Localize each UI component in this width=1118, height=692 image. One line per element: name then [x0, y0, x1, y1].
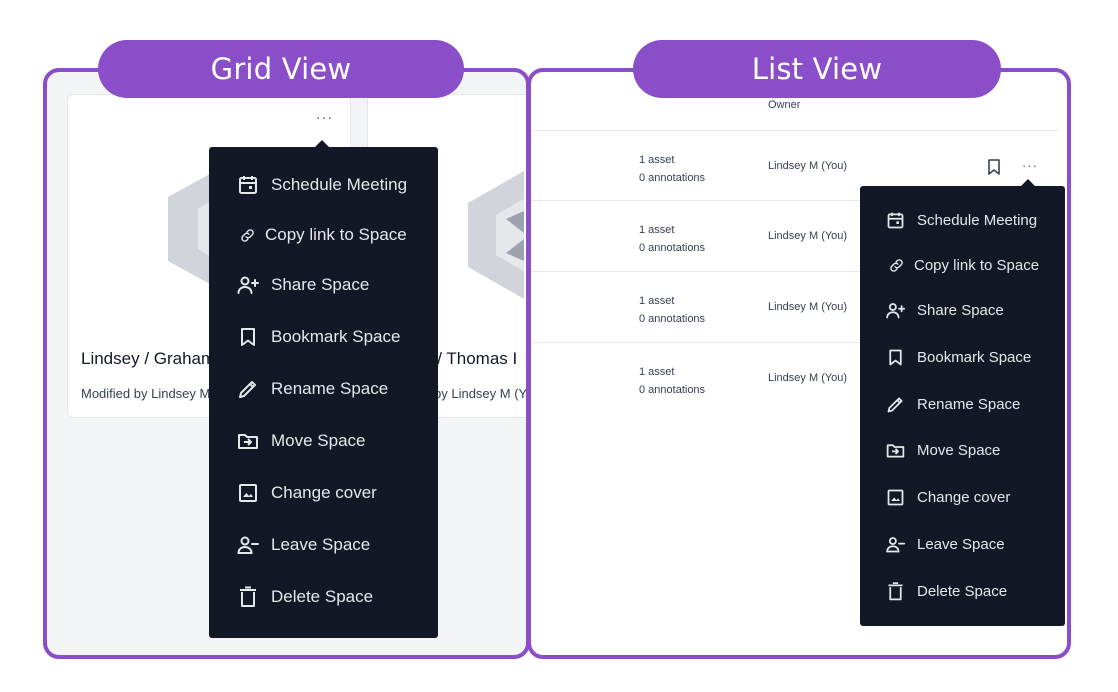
space-row[interactable]: 1 asset 0 annotations Lindsey M (You) ···	[531, 130, 1059, 201]
menu-item-label: Leave Space	[271, 535, 371, 554]
menu-item-label: Bookmark Space	[917, 348, 1032, 366]
menu-item-change-cover[interactable]: Change cover	[860, 477, 1065, 517]
user-minus-icon	[886, 536, 906, 552]
menu-item-schedule-meeting[interactable]: Schedule Meeting	[860, 200, 1065, 240]
menu-item-label: Leave Space	[917, 535, 1005, 553]
pencil-icon	[887, 397, 903, 412]
row-owner: Lindsey M (You)	[768, 230, 848, 242]
owner-column-header: Owner	[768, 99, 801, 111]
menu-item-share-space[interactable]: Share Space	[209, 265, 438, 305]
menu-item-change-cover[interactable]: Change cover	[209, 473, 438, 513]
menu-item-rename-space[interactable]: Rename Space	[860, 384, 1065, 424]
menu-item-label: Share Space	[917, 301, 1004, 319]
space-row[interactable]: 1 asset 0 annotations Lindsey M (You)	[531, 272, 1059, 343]
menu-item-label: Delete Space	[917, 582, 1008, 600]
space-card-title: Lindsey / Graham	[81, 349, 216, 368]
row-owner: Lindsey M (You)	[768, 301, 848, 313]
menu-item-leave-space[interactable]: Leave Space	[209, 525, 438, 565]
menu-item-leave-space[interactable]: Leave Space	[860, 524, 1065, 564]
asset-count: 1 asset	[639, 224, 675, 236]
menu-item-schedule-meeting[interactable]: Schedule Meeting	[209, 165, 438, 205]
bookmark-icon	[889, 349, 902, 365]
annotation-count: 0 annotations	[639, 172, 706, 184]
space-context-menu: Schedule Meeting Copy link to Space Shar…	[860, 179, 1065, 626]
calendar-icon	[239, 176, 257, 194]
menu-item-bookmark-space[interactable]: Bookmark Space	[209, 317, 438, 357]
user-plus-icon	[237, 276, 259, 294]
menu-item-delete-space[interactable]: Delete Space	[860, 571, 1065, 611]
pencil-icon	[239, 381, 256, 398]
annotation-count: 0 annotations	[639, 313, 706, 325]
menu-item-label: Schedule Meeting	[917, 211, 1038, 229]
menu-item-share-space[interactable]: Share Space	[860, 290, 1065, 330]
menu-item-label: Bookmark Space	[271, 327, 401, 346]
asset-count: 1 asset	[639, 295, 675, 307]
folder-move-icon	[238, 434, 258, 449]
bookmark-icon[interactable]	[986, 158, 1002, 176]
asset-count: 1 asset	[639, 366, 675, 378]
image-icon	[887, 489, 904, 505]
more-options-button[interactable]: ···	[316, 109, 333, 125]
link-icon	[241, 228, 254, 242]
link-icon	[890, 258, 903, 272]
folder-move-icon	[886, 443, 905, 457]
menu-item-label: Move Space	[917, 441, 1001, 459]
user-plus-icon	[886, 302, 906, 318]
menu-item-bookmark-space[interactable]: Bookmark Space	[860, 337, 1065, 377]
annotation-count: 0 annotations	[639, 384, 706, 396]
menu-item-copy-link[interactable]: Copy link to Space	[860, 245, 1065, 285]
space-row[interactable]: 1 asset 0 annotations Lindsey M (You)	[531, 201, 1059, 272]
menu-item-copy-link[interactable]: Copy link to Space	[209, 215, 438, 255]
row-owner: Lindsey M (You)	[768, 372, 848, 384]
menu-item-move-space[interactable]: Move Space	[860, 430, 1065, 470]
menu-item-label: Rename Space	[917, 395, 1021, 413]
menu-item-move-space[interactable]: Move Space	[209, 421, 438, 461]
menu-item-delete-space[interactable]: Delete Space	[209, 577, 438, 617]
menu-item-rename-space[interactable]: Rename Space	[209, 369, 438, 409]
more-options-button[interactable]: ···	[1022, 158, 1038, 173]
row-owner: Lindsey M (You)	[768, 160, 848, 172]
menu-item-label: Change cover	[917, 488, 1011, 506]
menu-item-label: Move Space	[271, 431, 366, 450]
calendar-icon	[887, 212, 904, 228]
user-minus-icon	[237, 536, 259, 554]
space-context-menu: Schedule Meeting Copy link to Space Shar…	[209, 140, 438, 638]
trash-icon	[240, 586, 256, 607]
annotation-count: 0 annotations	[639, 242, 706, 254]
asset-count: 1 asset	[639, 154, 675, 166]
menu-item-label: Change cover	[271, 483, 377, 502]
list-view-label: List View	[633, 40, 1001, 98]
space-card-modified: by Lindsey M (Y	[434, 386, 528, 401]
menu-item-label: Rename Space	[271, 379, 389, 398]
menu-item-label: Schedule Meeting	[271, 175, 408, 194]
menu-item-label: Delete Space	[271, 587, 374, 606]
space-card-title: y / Thomas I	[424, 349, 518, 368]
space-row[interactable]: 1 asset 0 annotations Lindsey M (You)	[531, 343, 1059, 414]
grid-view-label: Grid View	[98, 40, 464, 98]
menu-item-label: Copy link to Space	[265, 225, 407, 244]
space-cover-logo-icon	[468, 171, 524, 299]
image-icon	[239, 484, 257, 502]
menu-item-label: Share Space	[271, 275, 370, 294]
trash-icon	[888, 581, 903, 600]
menu-item-label: Copy link to Space	[914, 256, 1040, 274]
space-card-modified: Modified by Lindsey M	[81, 386, 211, 401]
bookmark-icon	[241, 328, 255, 346]
